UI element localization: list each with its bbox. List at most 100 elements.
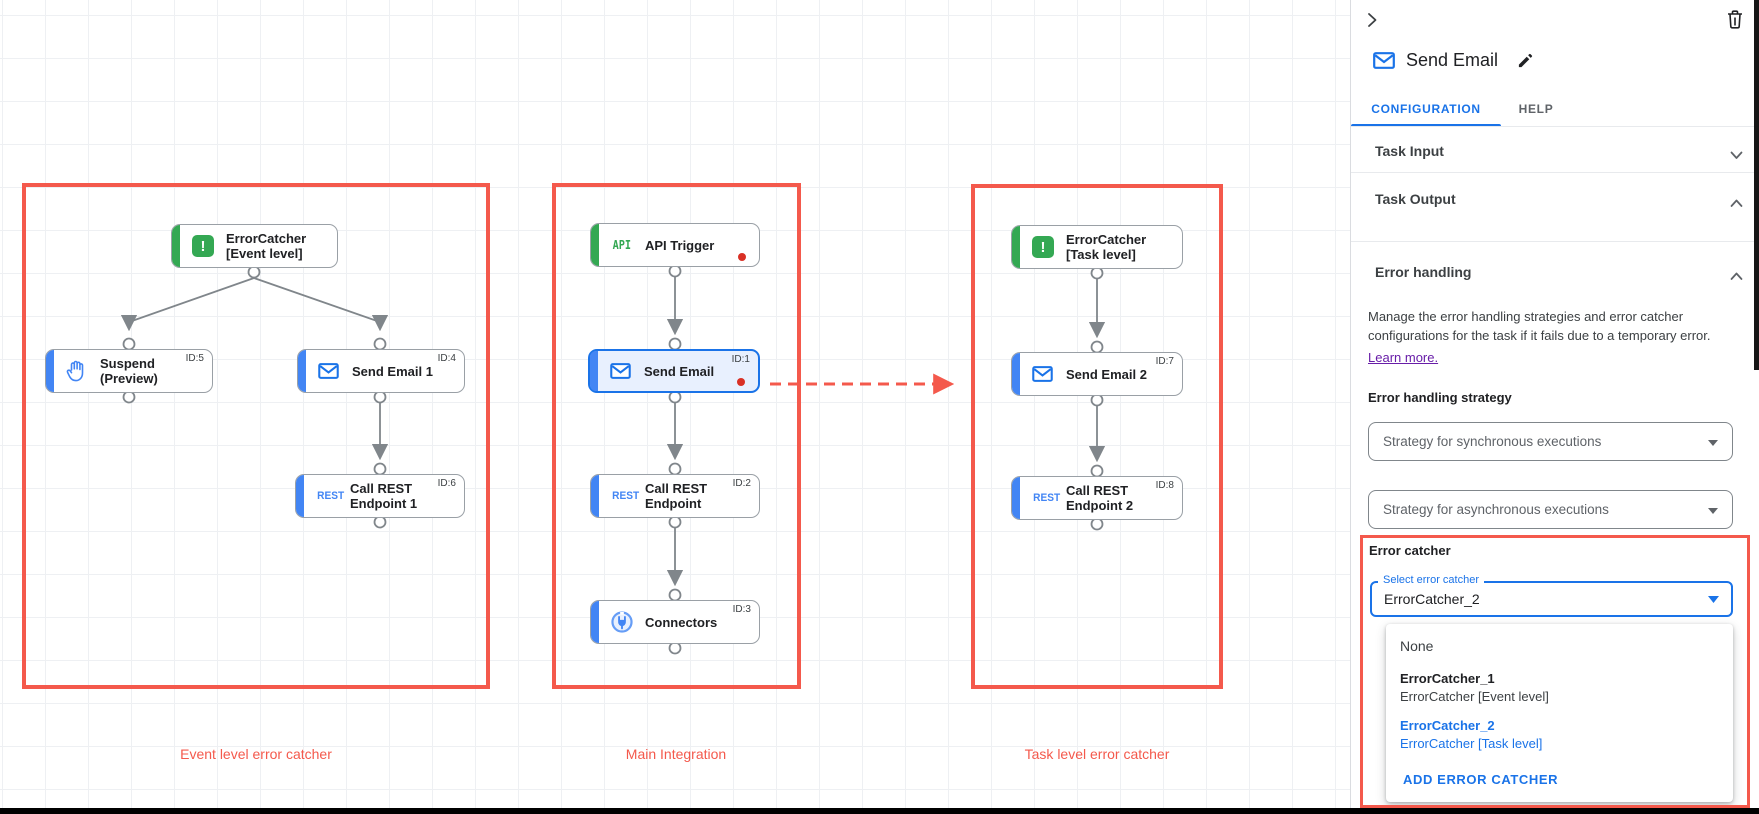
node-label: Send Email 2 [1066,366,1147,382]
rest-icon: REST [612,490,640,502]
section-task-input[interactable]: Task Input [1375,143,1444,159]
divider [1351,126,1759,127]
mail-icon [318,363,339,379]
hand-icon [66,360,84,382]
screenshot-bottom-edge [0,808,1759,814]
sync-strategy-dropdown[interactable]: Strategy for synchronous executions [1368,422,1733,461]
active-tab-underline [1351,124,1501,127]
caret-down-icon [1708,434,1718,449]
accent-bar [591,224,599,266]
send-email-2-node[interactable]: Send Email 2 ID:7 [1011,352,1183,396]
node-id-label: ID:1 [731,354,750,365]
panel-scrollbar[interactable] [1754,0,1759,370]
node-label: API Trigger [645,237,715,253]
task-level-error-catcher-group-label: Task level error catcher [1024,746,1170,762]
send-email-node[interactable]: Send Email ID:1 [588,349,760,393]
node-id-label: ID:2 [732,478,751,489]
pencil-icon [1518,53,1533,68]
menu-option-errorcatcher-2[interactable]: ErrorCatcher_2 [1400,718,1495,733]
chevron-up-icon [1730,272,1743,280]
divider [1351,241,1759,242]
main-integration-group-label: Main Integration [625,746,727,762]
mail-icon [610,363,631,379]
rest-icon: REST [317,490,345,502]
breakpoint-dot [738,253,746,261]
integration-canvas[interactable]: Event level error catcher Main Integratio… [0,0,1350,814]
error-catcher-task-level-node[interactable]: ! ErrorCatcher[Task level] [1011,225,1183,269]
node-id-label: ID:7 [1155,356,1174,367]
flow-edges [120,254,1106,655]
error-catcher-menu: None ErrorCatcher_1 ErrorCatcher [Event … [1386,624,1733,802]
menu-option-errorcatcher-1[interactable]: ErrorCatcher_1 [1400,671,1495,686]
accent-bar [1012,353,1020,395]
connector-icon [611,611,633,633]
error-catcher-select[interactable]: ErrorCatcher_2 [1370,581,1733,617]
error-catcher-label: Error catcher [1369,543,1451,558]
chevron-down-icon [1730,151,1743,159]
task-input-expand-button[interactable] [1730,147,1743,165]
menu-option-none[interactable]: None [1400,638,1434,654]
chevron-right-icon [1368,13,1377,27]
error-catcher-icon: ! [192,235,214,257]
divider [1351,172,1759,173]
accent-bar [591,475,599,517]
error-catcher-event-level-node[interactable]: ! ErrorCatcher[Event level] [171,224,338,268]
async-strategy-value: Strategy for asynchronous executions [1383,502,1609,517]
node-id-label: ID:5 [185,353,204,364]
node-id-label: ID:4 [437,353,456,364]
async-strategy-dropdown[interactable]: Strategy for asynchronous executions [1368,490,1733,529]
section-task-output[interactable]: Task Output [1375,191,1456,207]
accent-bar [296,475,304,517]
error-catcher-icon: ! [1032,236,1054,258]
sync-strategy-value: Strategy for synchronous executions [1383,434,1602,449]
menu-option-errorcatcher-1-desc[interactable]: ErrorCatcher [Event level] [1400,689,1549,704]
trash-icon [1728,10,1742,29]
api-icon: API [612,238,632,252]
mail-icon [1373,52,1395,69]
accent-bar [46,350,54,392]
error-handling-strategy-label: Error handling strategy [1368,390,1512,405]
task-title: Send Email [1406,50,1499,70]
add-error-catcher-button[interactable]: ADD ERROR CATCHER [1403,772,1559,787]
tab-help[interactable]: HELP [1518,102,1554,116]
node-label: Send Email 1 [352,363,433,379]
chevron-up-icon [1730,199,1743,207]
tab-configuration[interactable]: CONFIGURATION [1371,102,1481,116]
delete-task-button[interactable] [1727,10,1743,34]
accent-bar [1012,477,1020,519]
send-email-1-node[interactable]: Send Email 1 ID:4 [297,349,465,393]
error-handling-description: Manage the error handling strategies and… [1368,309,1711,343]
node-id-label: ID:8 [1155,480,1174,491]
accent-bar [298,350,306,392]
error-handling-collapse-button[interactable] [1730,268,1743,286]
node-label: ErrorCatcher[Task level] [1066,232,1147,262]
select-error-catcher-floating-label: Select error catcher [1378,574,1484,586]
accent-bar [590,351,598,391]
error-catcher-select-value: ErrorCatcher_2 [1384,591,1480,607]
suspend-preview-node[interactable]: Suspend(Preview)ID:5 [45,349,213,393]
node-label: ErrorCatcher[Event level] [226,231,307,261]
caret-down-icon [1708,590,1719,608]
edit-title-button[interactable] [1517,52,1534,69]
mail-icon [1032,366,1053,382]
section-error-handling[interactable]: Error handling [1375,264,1472,280]
connectors-node[interactable]: Connectors ID:3 [590,600,760,644]
task-output-collapse-button[interactable] [1730,195,1743,213]
node-label: Connectors [645,614,718,630]
node-label: Send Email [644,363,715,379]
menu-option-errorcatcher-2-desc[interactable]: ErrorCatcher [Task level] [1400,736,1543,751]
collapse-panel-button[interactable] [1365,12,1379,33]
learn-more-link[interactable]: Learn more. [1368,350,1439,365]
breakpoint-dot [737,378,745,386]
node-id-label: ID:3 [732,604,751,615]
event-level-error-catcher-group-label: Event level error catcher [180,746,332,762]
rest-icon: REST [1033,492,1061,504]
api-trigger-node[interactable]: API API Trigger [590,223,760,267]
task-title-row: Send Email [1373,50,1534,71]
